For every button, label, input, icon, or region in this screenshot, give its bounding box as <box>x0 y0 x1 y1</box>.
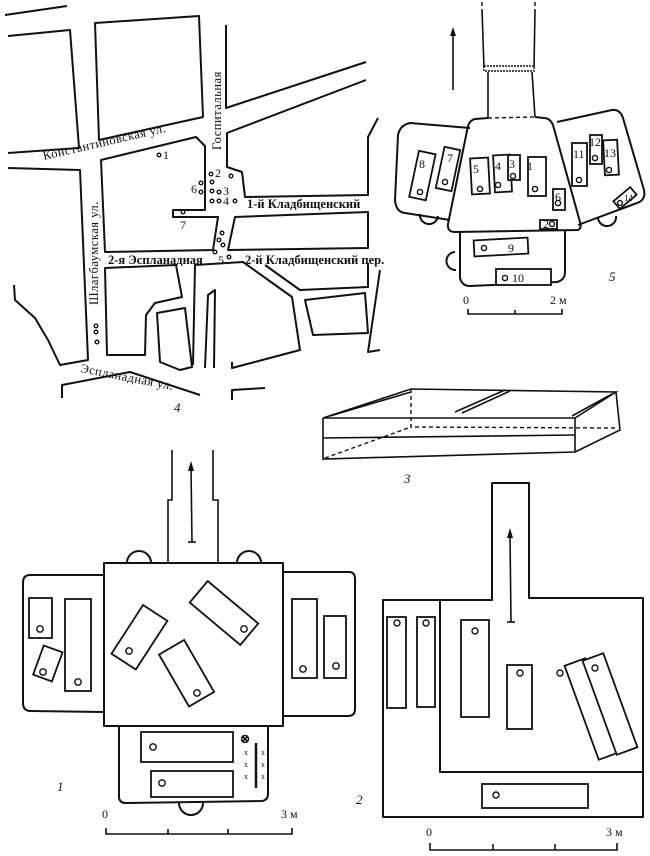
svg-text:x: x <box>261 760 265 769</box>
city-map: Константиновская ул. Госпитальная Шлагба… <box>4 5 384 415</box>
grave-number: 12 <box>589 135 601 149</box>
scale-end-label: 2 м <box>550 293 567 307</box>
figure-label-3: 3 <box>403 471 411 486</box>
grave-number: 1 <box>527 159 533 173</box>
central-chamber <box>446 116 582 233</box>
scale-end-label: 3 м <box>606 825 623 839</box>
grave-number: 7 <box>447 151 453 165</box>
map-point-label: 3 <box>223 184 229 198</box>
north-arrow <box>188 461 196 543</box>
grave-number: 14 <box>624 193 634 203</box>
map-point-label: 1 <box>163 148 169 162</box>
south-chamber <box>118 726 269 804</box>
map-point-label: 7 <box>180 218 186 232</box>
scale-bar-plan-2: 0 3 м <box>426 825 623 851</box>
svg-text:x: x <box>244 772 248 781</box>
grave-number: 2 <box>543 217 549 231</box>
graves <box>386 616 639 809</box>
plan-1: xxx xxx 0 3 м 1 <box>22 450 356 835</box>
figure-label-1: 1 <box>57 779 64 794</box>
grave-number: 9 <box>508 241 514 255</box>
box-3-axonometric: 3 <box>322 388 621 486</box>
street-blocks <box>4 5 381 400</box>
street-label-konstantinovskaya: Константиновская ул. <box>42 121 168 163</box>
left-wing <box>394 122 471 221</box>
right-wing <box>556 108 646 226</box>
street-label-kladbishchensky-1: 1-й Кладбищенский <box>247 197 360 211</box>
figure-label-5: 5 <box>609 269 616 284</box>
scale-end-label: 3 м <box>281 807 298 821</box>
plan-2: 0 3 м 2 <box>356 482 644 851</box>
grave-numbers: 1 2 3 4 5 6 7 8 9 10 11 12 13 14 <box>419 135 634 285</box>
grave-goods-markers: xxx xxx <box>240 734 265 788</box>
svg-text:x: x <box>244 760 248 769</box>
hatched-threshold <box>483 65 535 72</box>
svg-text:x: x <box>261 748 265 757</box>
scale-bar-plan-5: 0 2 м <box>463 293 567 315</box>
map-point-label: 5 <box>218 253 224 267</box>
scale-start-label: 0 <box>463 293 469 307</box>
outer-outline <box>382 482 644 818</box>
graves <box>408 134 638 286</box>
street-label-esplanadnaya: Эспланадная ул. <box>79 361 174 393</box>
scale-start-label: 0 <box>102 807 108 821</box>
svg-text:x: x <box>261 772 265 781</box>
street-label-shlagbaumskaya: Шлагбаумская ул. <box>87 201 101 305</box>
west-chamber <box>22 574 105 713</box>
north-arrow <box>507 528 515 623</box>
street-label-gospitalnaya: Госпитальная <box>210 71 224 150</box>
map-point-label: 6 <box>191 182 197 196</box>
street-label-kladbishchensky-2: 2-й Кладбищенский пер. <box>245 253 384 267</box>
street-label-esplanadnaya-2: 2-я Эспланадная <box>108 253 203 267</box>
figure-label-2: 2 <box>356 792 363 807</box>
map-point-label: 4 <box>223 194 229 208</box>
svg-text:x: x <box>244 748 248 757</box>
grave-number: 6 <box>555 190 561 204</box>
map-point-markers <box>93 152 238 345</box>
grave-number: 5 <box>473 162 479 176</box>
grave-number: 10 <box>512 271 524 285</box>
grave-number: 13 <box>604 146 616 160</box>
graves <box>28 579 347 798</box>
grave-number: 4 <box>495 159 501 173</box>
north-arrow <box>450 27 456 90</box>
grave-number: 11 <box>573 147 585 161</box>
scale-start-label: 0 <box>426 825 432 839</box>
figure-label-4: 4 <box>174 400 181 415</box>
scale-bar-plan-1: 0 3 м <box>102 807 298 835</box>
central-chamber <box>103 562 284 727</box>
map-point-label: 2 <box>215 166 221 180</box>
grave-number: 8 <box>419 157 425 171</box>
east-chamber <box>283 571 356 717</box>
plan-5: 1 2 3 4 5 6 7 8 9 10 11 12 13 14 0 2 м 5 <box>394 2 646 315</box>
grave-number: 3 <box>509 157 515 171</box>
